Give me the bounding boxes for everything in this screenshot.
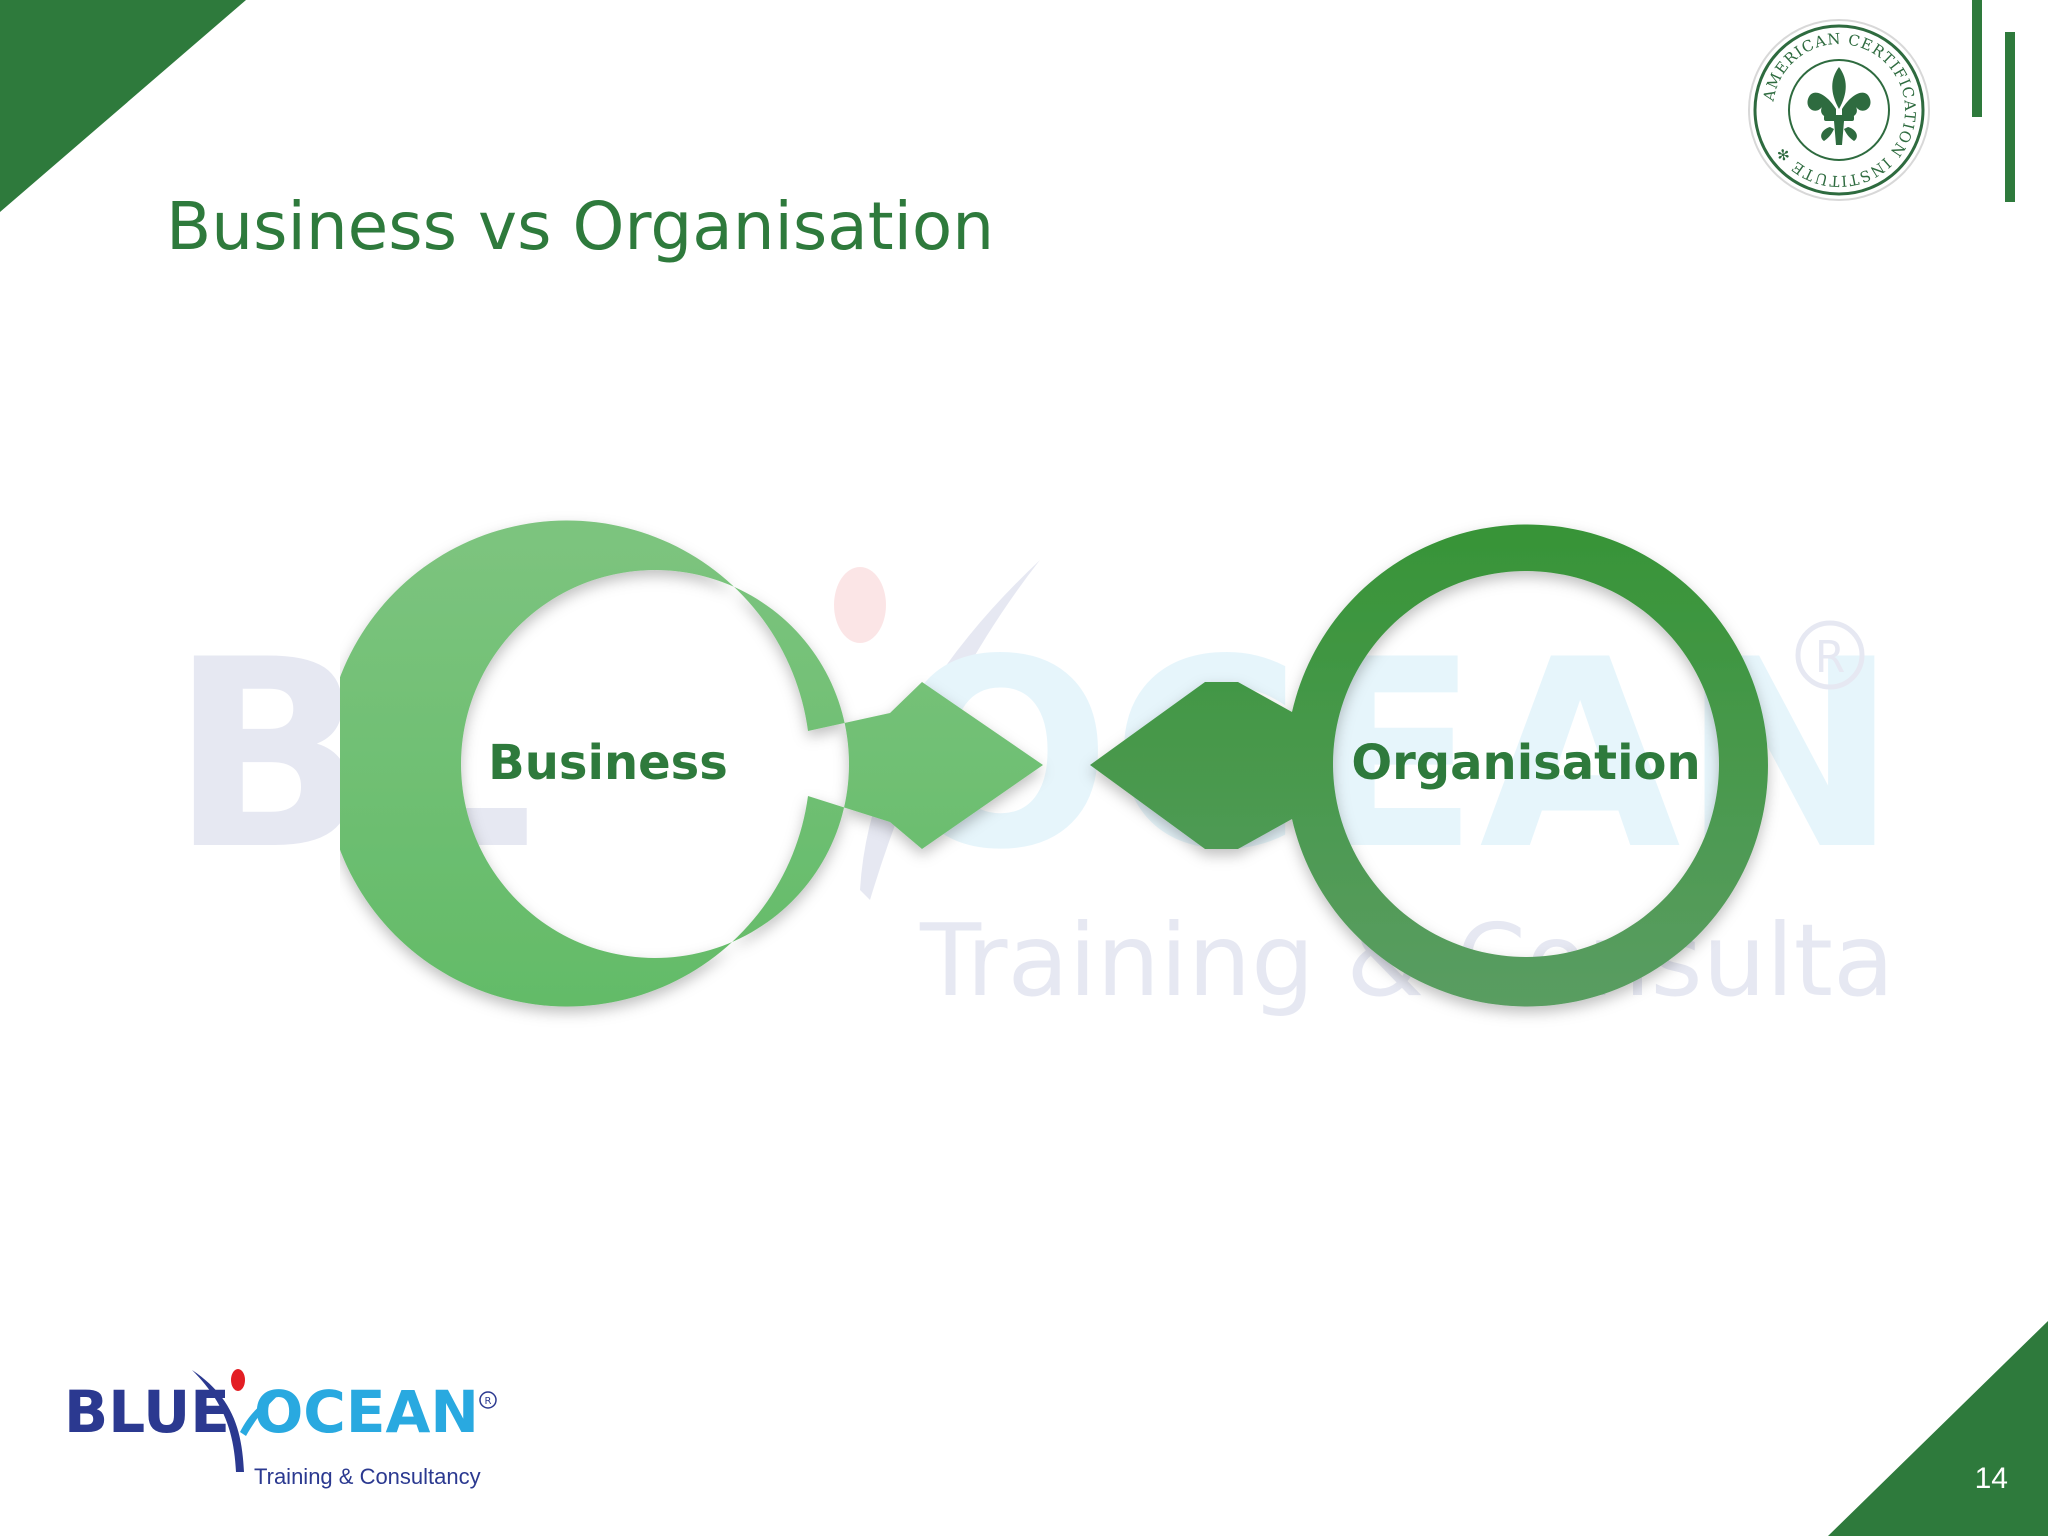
svg-text:Training & Consultancy: Training & Consultancy xyxy=(254,1464,481,1489)
comparison-diagram xyxy=(340,520,1768,1007)
business-node xyxy=(340,520,1043,1007)
accent-bar-1 xyxy=(1972,0,1982,117)
corner-decoration-bottom-right xyxy=(1828,1321,2048,1536)
organisation-label: Organisation xyxy=(1351,735,1701,791)
svg-text:R: R xyxy=(1815,632,1846,683)
accent-bar-2 xyxy=(2005,32,2015,202)
svg-text:OCEAN: OCEAN xyxy=(254,1378,479,1446)
certification-seal-logo: AMERICAN CERTIFICATION INSTITUTE ✻ xyxy=(1748,19,1930,201)
slide-title: Business vs Organisation xyxy=(166,188,995,265)
business-label: Business xyxy=(488,735,728,791)
organisation-node xyxy=(1090,524,1768,1007)
svg-text:R: R xyxy=(485,1396,492,1407)
page-number: 14 xyxy=(1974,1462,2008,1495)
svg-text:BLUE: BLUE xyxy=(64,1378,230,1446)
corner-decoration-top-left xyxy=(0,0,246,212)
blue-ocean-logo: BLUE OCEAN R Training & Consultancy xyxy=(64,1369,497,1489)
